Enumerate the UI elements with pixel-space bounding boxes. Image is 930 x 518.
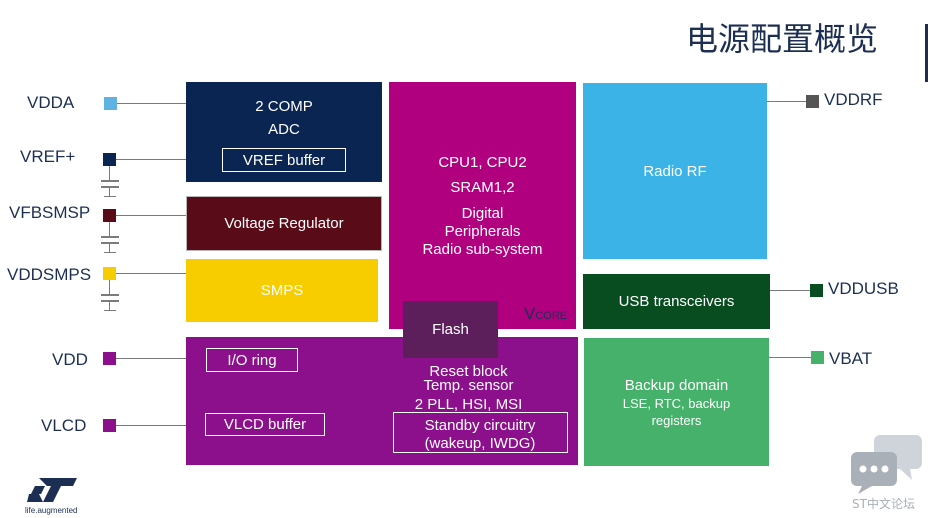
flash-label: Flash [432,321,469,338]
pin-label-vddusb: VDDUSB [828,279,899,298]
io-line-reset: Reset block [429,363,508,380]
ground-vfbsmsp [104,252,116,253]
chat-watermark-icon [850,434,924,494]
cap-plate-vfbsmsp-bottom [101,242,119,244]
usb-transceivers-block: USB transceivers [583,274,770,329]
logo-tagline: life.augmented [25,506,78,515]
adc-block: 2 COMP ADC VREF buffer [186,82,382,182]
pin-label-vddrf: VDDRF [824,90,883,109]
standby-line1: Standby circuitry [424,417,536,434]
pin-label-vddsmps: VDDSMPS [7,265,92,284]
smps-block: SMPS [186,259,378,322]
cap-gnd-wire-vddsmps [109,302,110,310]
wire-vbat [769,357,811,358]
cap-gnd-wire-vfbsmsp [109,244,110,252]
ground-vref [104,196,116,197]
vlcd-buffer-box: VLCD buffer [205,413,325,436]
watermark-text: ST中文论坛 [852,497,915,511]
vref-buffer-box: VREF buffer [222,148,346,172]
standby-line2: (wakeup, IWDG) [424,435,536,452]
flash-block: Flash [403,301,498,358]
voltage-regulator-label: Voltage Regulator [224,215,344,232]
smps-label: SMPS [260,282,304,299]
pin-label-vdda: VDDA [27,93,75,112]
backup-domain-block: Backup domain LSE, RTC, backup registers [584,338,769,466]
io-line-temp: Temp. sensor [423,377,514,394]
adc-line-adc: ADC [268,121,300,138]
title-accent-bar [925,24,928,82]
pin-label-vlcd: VLCD [41,416,87,435]
cap-plate-vddsmps-bottom [101,300,119,302]
st-logo-icon [27,478,77,502]
cap-plate-vref-top [101,180,119,182]
wire-vddusb [770,290,810,291]
pin-vref [103,153,116,166]
vcore-subscript: CORE [535,310,568,322]
backup-line1: Backup domain [624,377,729,394]
wire-vfbsmsp [116,215,186,216]
wire-vref [116,159,222,160]
voltage-regulator-block: Voltage Regulator [186,196,382,251]
ground-vddsmps [104,310,116,311]
core-line-cpu: CPU1, CPU2 [438,154,527,171]
pin-vlcd [103,419,116,432]
cap-wire-vref [109,166,110,180]
core-line-sram: SRAM1,2 [450,179,515,196]
pin-label-vdd: VDD [52,350,88,369]
page-title: 电源配置概览 [685,20,878,58]
wire-vddsmps [116,273,186,274]
vcore-label: VCORE [524,304,567,324]
radio-rf-block: Radio RF [583,83,767,259]
pin-label-vbat: VBAT [829,349,873,368]
pin-label-vref: VREF+ [20,147,76,166]
adc-line-comp: 2 COMP [255,98,313,115]
st-logo: life.augmented [25,475,85,517]
pin-label-vfbsmsp: VFBSMSP [9,203,91,222]
chat-bubbles-icon [851,435,922,494]
wire-vdda [117,103,186,104]
cap-wire-vddsmps [109,280,110,294]
wire-vddrf [767,101,806,102]
pin-vddsmps [103,267,116,280]
pin-vfbsmsp [103,209,116,222]
wire-vlcd [116,425,205,426]
core-line-radio-subsystem: Radio sub-system [422,241,543,258]
io-ring-box: I/O ring [206,348,298,372]
pin-vdd [103,352,116,365]
radio-rf-label: Radio RF [643,162,707,180]
cap-plate-vfbsmsp-top [101,236,119,238]
cap-gnd-wire-vref [109,188,110,196]
cap-plate-vref-bottom [101,186,119,188]
cap-wire-vfbsmsp [109,222,110,236]
pin-vdda [104,97,117,110]
backup-line3: registers [651,413,702,428]
standby-box: Standby circuitry (wakeup, IWDG) [393,412,568,453]
core-line-digital: Digital [461,205,504,222]
backup-line2: LSE, RTC, backup [622,396,731,411]
cap-plate-vddsmps-top [101,294,119,296]
wire-vdd [116,358,186,359]
io-domain-block: I/O ring VLCD buffer Reset block Temp. s… [186,337,578,465]
pin-vddusb [810,284,823,297]
pin-vbat [811,351,824,364]
io-line-pll: 2 PLL, HSI, MSI [414,396,523,413]
vcore-v: V [524,304,536,323]
pin-vddrf [806,95,819,108]
usb-transceivers-label: USB transceivers [618,293,735,310]
core-block: CPU1, CPU2 SRAM1,2 Digital Peripherals R… [389,82,576,329]
core-line-peripherals: Peripherals [444,223,521,240]
